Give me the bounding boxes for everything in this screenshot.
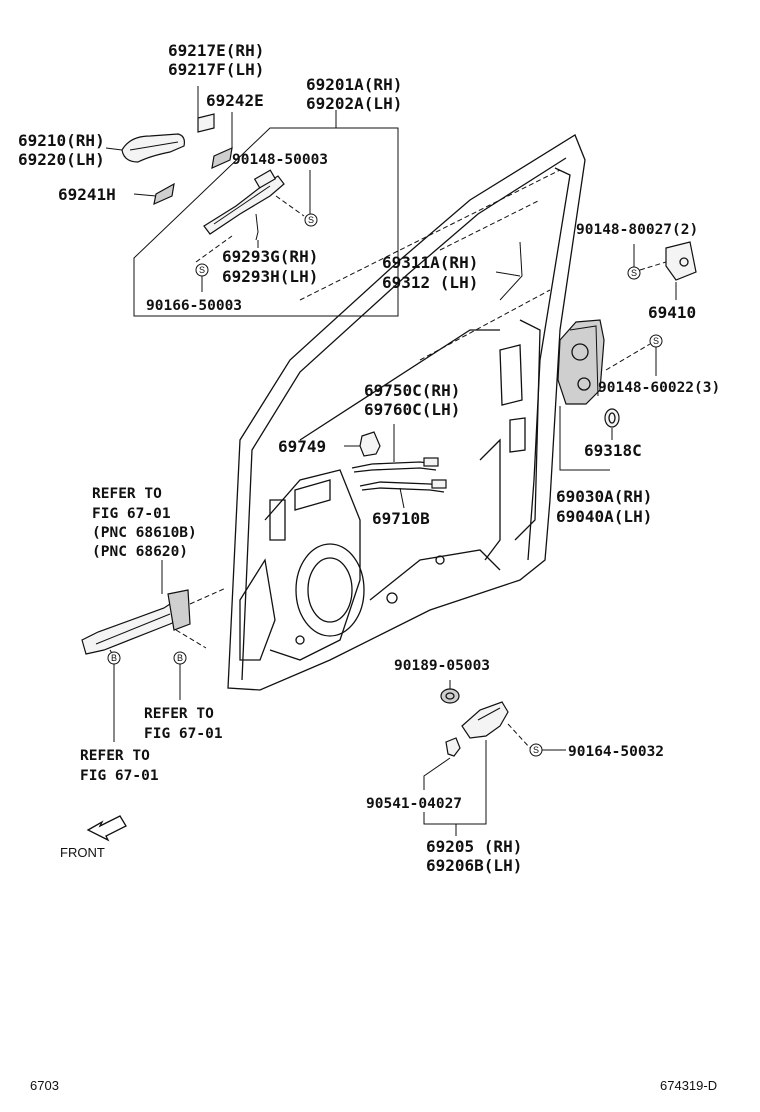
svg-text:S: S [308,215,314,225]
label-90148-60022: 90148-60022(3) [598,380,720,396]
handle-cap-part [197,113,215,133]
door-panel [227,134,586,691]
label-69760C: 69760C(LH) [364,400,460,419]
refer-note-1-line2: FIG 67-01 [92,506,171,522]
label-69749: 69749 [278,437,326,456]
label-69750C: 69750C(RH) [364,381,460,400]
label-90164-50032: 90164-50032 [568,744,664,760]
label-69311A: 69311A(RH) [382,253,478,272]
screw-symbol: S [627,266,641,280]
screw-part [445,737,461,757]
grommet-part [604,408,620,428]
svg-text:B: B [111,653,117,663]
striker-part [665,241,697,281]
svg-text:S: S [631,268,637,278]
refer-note-2-line2: FIG 67-01 [144,726,223,742]
svg-text:B: B [177,653,183,663]
screw-symbol: S [649,334,663,348]
svg-text:S: S [199,265,205,275]
label-69217E: 69217E(RH) [168,41,264,60]
screw-symbol: S [529,743,543,757]
label-69206B: 69206B(LH) [426,856,522,875]
label-90541-04027: 90541-04027 [366,796,462,812]
label-69318C: 69318C [584,441,642,460]
bolt-symbol: B [173,651,187,665]
label-69205: 69205 (RH) [426,837,522,856]
screw-symbol: S [304,213,318,227]
label-69217F: 69217F(LH) [168,60,264,79]
door-lock-assembly-part [557,319,605,405]
front-arrow-icon [86,815,127,842]
refer-note-1-line1: REFER TO [92,486,162,502]
outside-handle-part [121,133,185,163]
screw-symbol: S [195,263,209,277]
refer-note-3-line1: REFER TO [80,748,150,764]
inside-handle-part [461,701,509,739]
page-code: 6703 [30,1078,59,1093]
label-69242E: 69242E [206,91,264,110]
label-69410: 69410 [648,303,696,322]
drawing-code: 674319-D [660,1078,717,1093]
svg-text:S: S [533,745,539,755]
lock-cable-part [351,457,447,493]
bolt-symbol: B [107,651,121,665]
label-69312: 69312 (LH) [382,273,478,292]
refer-note-3-line2: FIG 67-01 [80,768,159,784]
handle-kit-bracket [133,127,399,317]
rear-pad-part [153,182,175,206]
front-label: FRONT [60,845,105,860]
label-69202A: 69202A(LH) [306,94,402,113]
label-69201A: 69201A(RH) [306,75,402,94]
plug-part [440,688,460,704]
refer-note-1-line3: (PNC 68610B) [92,525,197,541]
label-69710B: 69710B [372,509,430,528]
label-69241H: 69241H [58,185,116,204]
label-69293G: 69293G(RH) [222,247,318,266]
door-check-part [81,589,191,655]
label-69220: 69220(LH) [18,150,105,169]
label-69040A: 69040A(LH) [556,507,652,526]
refer-note-2-line1: REFER TO [144,706,214,722]
lock-rod-part [499,241,523,301]
refer-note-1-line4: (PNC 68620) [92,544,188,560]
label-69293H: 69293H(LH) [222,267,318,286]
label-90148-80027: 90148-80027(2) [576,222,698,238]
label-90166-50003: 90166-50003 [146,298,242,314]
label-90148-50003: 90148-50003 [232,152,328,168]
handle-pad-part [211,146,233,170]
svg-text:S: S [653,336,659,346]
cable-clip-part [359,431,381,457]
label-90189-05003: 90189-05003 [394,658,490,674]
handle-frame-part [203,169,285,235]
label-69030A: 69030A(RH) [556,487,652,506]
label-69210: 69210(RH) [18,131,105,150]
